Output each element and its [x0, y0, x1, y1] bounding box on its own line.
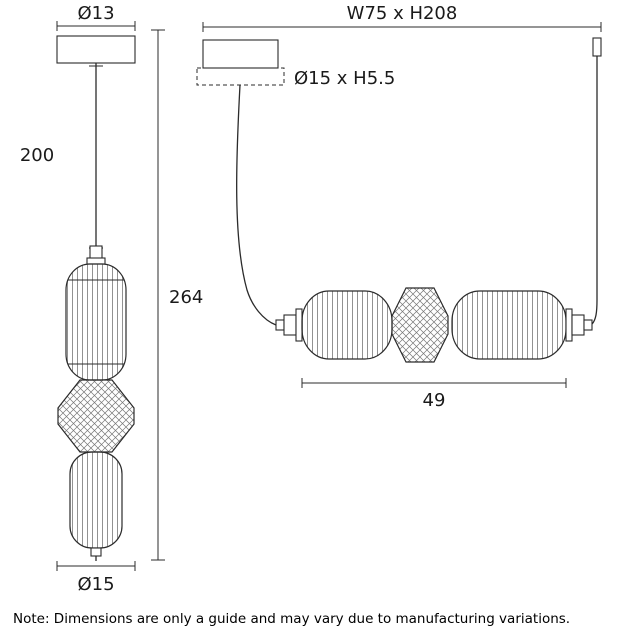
dim-label-shade-length: 49 — [423, 390, 446, 411]
manufacturing-note: Note: Dimensions are only a guide and ma… — [13, 611, 571, 627]
lamp-cap — [86, 257, 106, 265]
dim-label-overall-size: W75 x H208 — [347, 3, 458, 24]
left-end-nub — [275, 319, 285, 331]
left-end-ring — [295, 308, 303, 342]
dim-label-canopy-diameter: Ø13 — [77, 3, 114, 24]
right-end-ring — [565, 308, 573, 342]
dim-line-shade-length — [301, 378, 567, 388]
left-end-cap — [283, 314, 297, 336]
ceiling-canopy — [56, 35, 136, 64]
shade-center-faceted-horizontal — [391, 287, 449, 363]
right-end-nub — [583, 319, 593, 331]
shade-bottom-ribbed — [69, 451, 123, 549]
dim-line-shade-diameter — [56, 561, 136, 571]
dim-line-canopy-diameter — [56, 21, 136, 31]
shade-right-ribbed-horizontal — [451, 290, 567, 360]
shade-top-ribbed — [65, 263, 127, 381]
right-cord-plug — [592, 37, 602, 57]
shade-middle-faceted — [57, 379, 135, 453]
finial — [90, 547, 102, 557]
shade-left-ribbed-horizontal — [301, 290, 393, 360]
right-end-cap — [571, 314, 585, 336]
right-pendant-figure: W75 x H208 Ø15 x H5.5 — [196, 3, 602, 411]
right-suspension-cord — [591, 56, 598, 325]
canopy-recessed-outline — [196, 67, 285, 86]
dim-label-overall-height: 264 — [169, 287, 203, 308]
dim-line-overall-height — [151, 29, 165, 561]
dim-label-shade-diameter: Ø15 — [77, 574, 114, 595]
dim-label-canopy-size: Ø15 x H5.5 — [294, 68, 395, 89]
left-suspension-cord — [236, 84, 277, 326]
dim-label-suspension-length: 200 — [20, 145, 54, 166]
dim-line-overall-size — [202, 22, 602, 32]
left-pendant-figure: Ø13 200 Ø15 — [20, 3, 204, 595]
shade-top-band-lines — [68, 279, 124, 365]
diagram-svg: Ø13 200 Ø15 — [20, 3, 602, 595]
ceiling-canopy-right — [202, 39, 279, 69]
